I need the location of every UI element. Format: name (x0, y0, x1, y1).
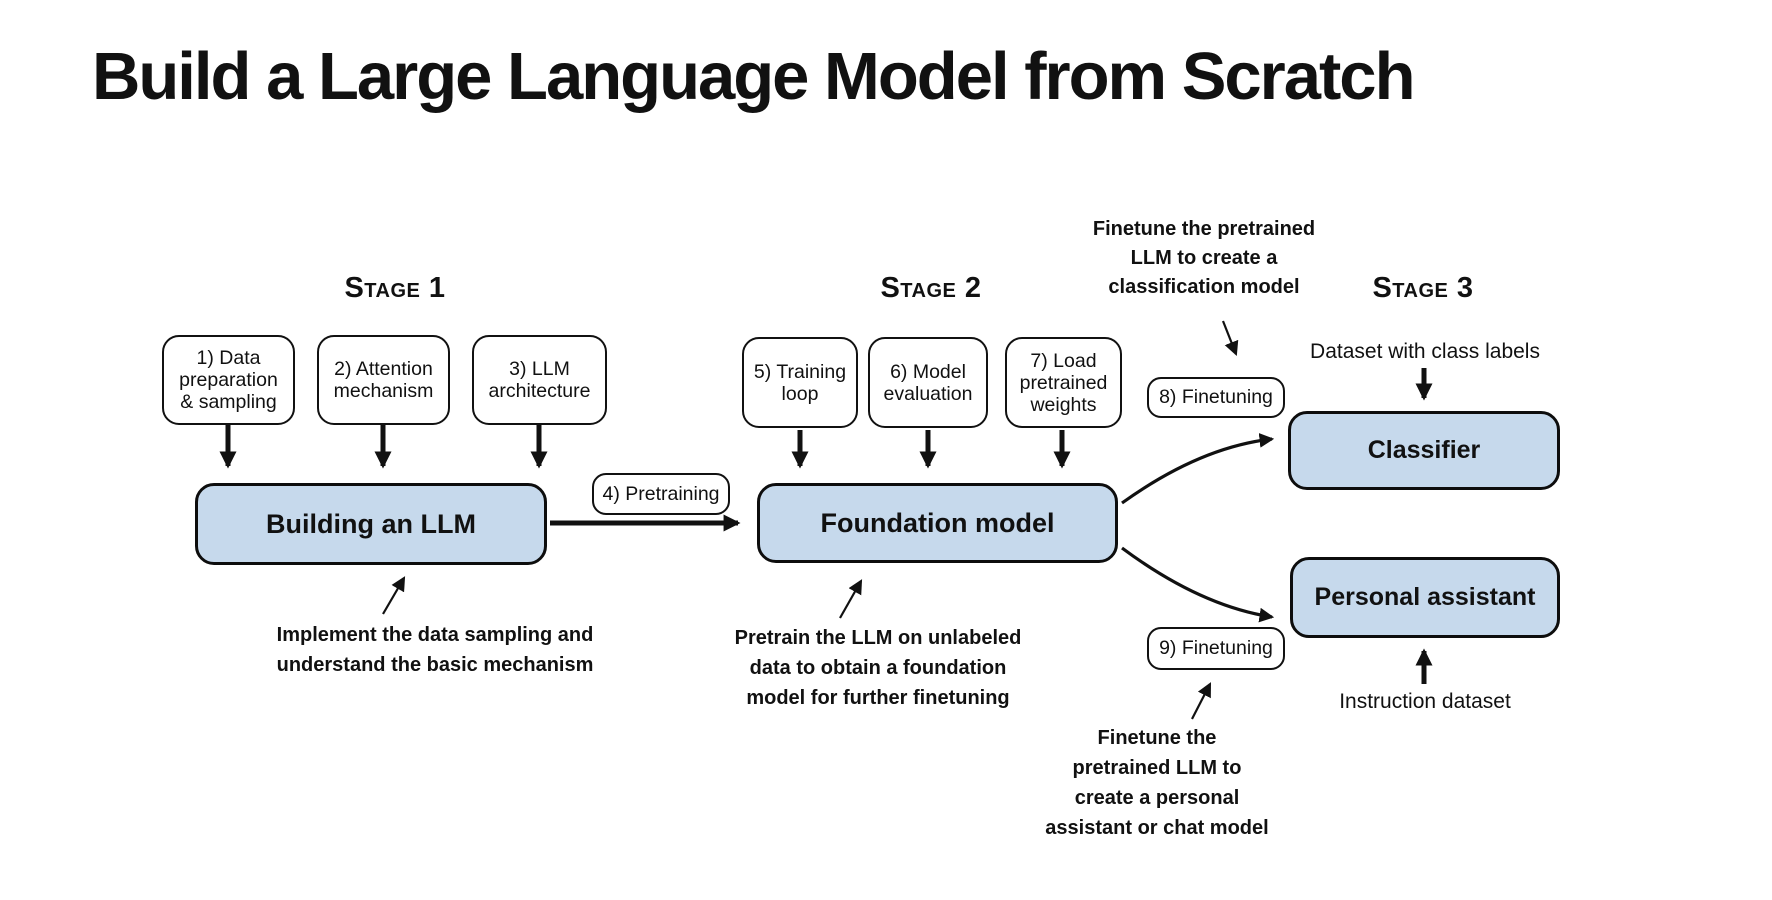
classifier-box: Classifier (1288, 411, 1560, 490)
pointer-assistant-note (1191, 682, 1211, 720)
stage1-annotation: Implement the data sampling and understa… (276, 624, 594, 676)
foundation-model-box: Foundation model (757, 483, 1118, 563)
instruction-dataset-label: Instruction dataset (1339, 690, 1511, 713)
step-box-finetuning-9: 9) Finetuning (1147, 627, 1285, 670)
stage-2-label: Stage 2 (880, 272, 982, 304)
arrow-foundation-to-assistant (1121, 546, 1275, 623)
arrow-foundation-to-classifier (1121, 433, 1275, 505)
pointer-stage2-note (839, 579, 863, 619)
step-box-model-evaluation: 6) Model evaluation (868, 337, 988, 428)
class-labels-dataset-label: Dataset with class labels (1310, 340, 1540, 363)
pointer-stage1-note (382, 576, 406, 615)
stage2-annotation: Pretrain the LLM on unlabeled data to ob… (734, 627, 1022, 709)
step-box-pretraining: 4) Pretraining (592, 473, 730, 515)
step-box-training-loop: 5) Training loop (742, 337, 858, 428)
step-box-attention-mechanism: 2) Attention mechanism (317, 335, 450, 425)
stage-1-label: Stage 1 (344, 272, 446, 304)
assistant-annotation: Finetune the pretrained LLM to create a … (1045, 727, 1269, 839)
personal-assistant-box: Personal assistant (1290, 557, 1560, 638)
building-an-llm-box: Building an LLM (195, 483, 547, 565)
pointer-classification-note (1221, 320, 1239, 357)
classification-annotation: Finetune the pretrained LLM to create a … (1092, 218, 1316, 298)
diagram-title: Build a Large Language Model from Scratc… (92, 39, 1415, 114)
step-box-llm-architecture: 3) LLM architecture (472, 335, 607, 425)
step-box-load-pretrained-weights: 7) Load pretrained weights (1005, 337, 1122, 428)
step-box-finetuning-8: 8) Finetuning (1147, 377, 1285, 418)
step-box-data-preparation: 1) Data preparation & sampling (162, 335, 295, 425)
stage-3-label: Stage 3 (1372, 272, 1474, 304)
